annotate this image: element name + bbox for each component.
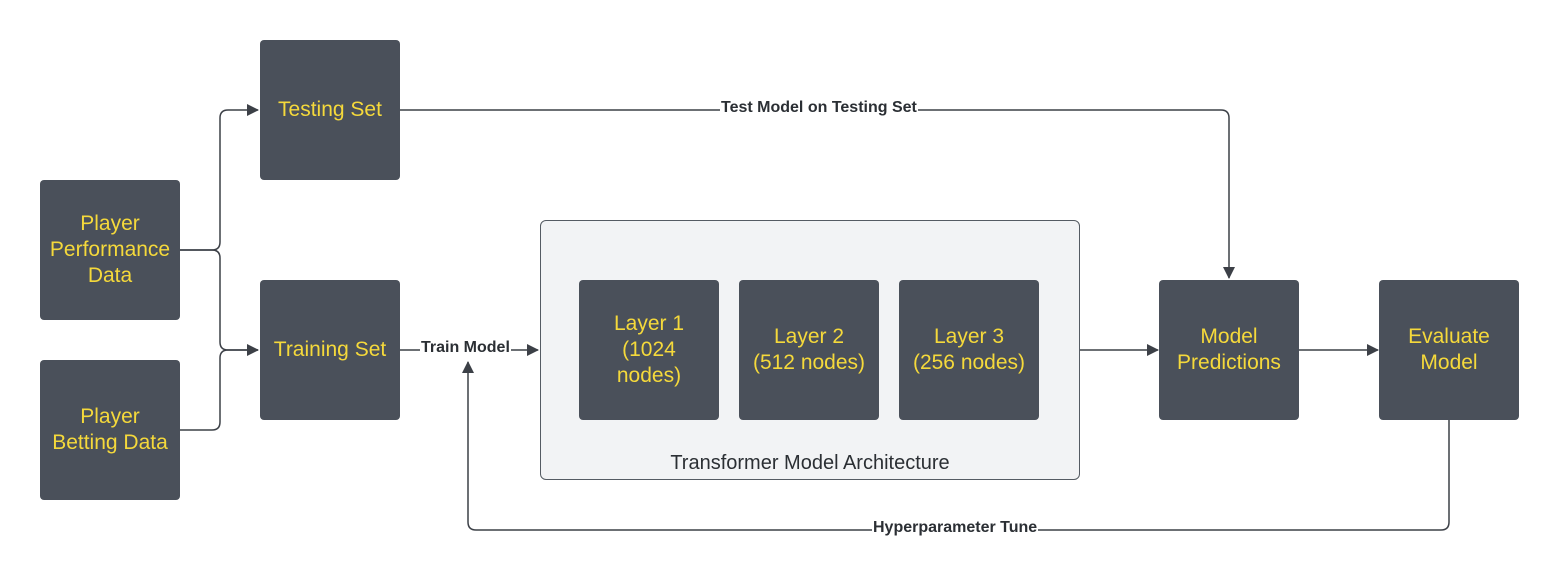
node-training-set[interactable]: Training Set xyxy=(260,280,400,420)
edge-testing-to-predictions xyxy=(400,109,1235,279)
node-label: Testing Set xyxy=(278,98,382,121)
edge-performance-to-testing xyxy=(180,104,259,251)
node-evaluate-model[interactable]: Evaluate Model xyxy=(1379,280,1519,420)
edge-label-hyperparameter-tune: Hyperparameter Tune xyxy=(872,519,1039,537)
edge-performance-to-training xyxy=(180,249,259,356)
node-label: Layer 3 (256 nodes) xyxy=(912,325,1026,374)
node-layer-3[interactable]: Layer 3 (256 nodes) xyxy=(899,280,1039,420)
node-label: Player Performance Data xyxy=(49,212,171,287)
edge-label-test-model: Test Model on Testing Set xyxy=(720,99,918,117)
node-label: Evaluate Model xyxy=(1408,325,1490,374)
edge-label-train-model: Train Model xyxy=(420,339,511,357)
container-label: Transformer Model Architecture xyxy=(670,452,950,474)
node-label: Player Betting Data xyxy=(52,405,168,454)
node-label: Layer 2 (512 nodes) xyxy=(752,325,866,374)
node-model-predictions[interactable]: Model Predictions xyxy=(1159,280,1299,420)
node-player-performance-data[interactable]: Player Performance Data xyxy=(40,180,180,320)
edge-betting-to-training xyxy=(180,349,258,431)
node-layer-2[interactable]: Layer 2 (512 nodes) xyxy=(739,280,879,420)
node-label: Model Predictions xyxy=(1177,325,1281,374)
node-label: Training Set xyxy=(273,338,387,361)
node-label: Layer 1 (1024 nodes) xyxy=(613,312,685,387)
node-layer-1[interactable]: Layer 1 (1024 nodes) xyxy=(579,280,719,420)
node-player-betting-data[interactable]: Player Betting Data xyxy=(40,360,180,500)
node-testing-set[interactable]: Testing Set xyxy=(260,40,400,180)
